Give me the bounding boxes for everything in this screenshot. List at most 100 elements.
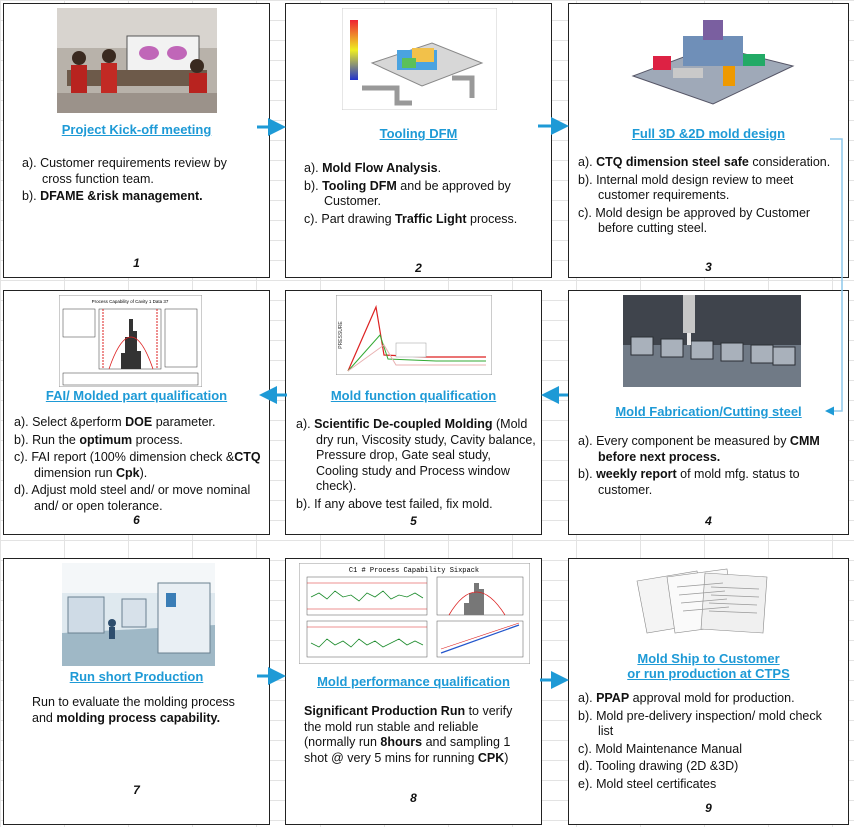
item-prefix: b).	[22, 189, 41, 203]
item-prefix: a).	[296, 417, 315, 431]
item-text: of mold mfg. status to customer.	[598, 467, 800, 497]
step-5-item: b). If any above test failed, fix mold.	[296, 497, 536, 513]
item-text: Internal mold design review to meet cust…	[596, 172, 794, 203]
item-text: Mold steel certificates	[596, 776, 717, 791]
item-prefix: a).	[304, 161, 323, 175]
tooling-dfm-image	[342, 8, 497, 110]
item-text-bold: Significant Production Run	[304, 704, 466, 718]
spc-chart-title: C1 # Process Capability Sixpack	[349, 567, 479, 575]
item-text: and be approved by Customer.	[324, 178, 511, 209]
step-title-1: Project Kick-off meeting	[61, 122, 212, 137]
item-prefix: b).	[296, 496, 315, 511]
item-prefix: a).	[578, 155, 597, 169]
step-6-item: b). Run the optimum process.	[14, 433, 264, 449]
mold-documents-image	[627, 563, 785, 641]
item-text: Part drawing	[321, 211, 396, 226]
item-text-bold: CTQ	[234, 450, 261, 464]
item-prefix: e).	[578, 776, 597, 791]
step-number-5: 5	[410, 514, 417, 528]
item-text: Run to evaluate the molding process and	[32, 695, 235, 725]
item-text: Every component be measured by	[596, 434, 790, 448]
step-title-4: Mold Fabrication/Cutting steel	[615, 404, 802, 419]
item-prefix: b).	[578, 708, 597, 723]
item-text: Mold design be approved by Customer befo…	[595, 205, 811, 236]
item-text-bold: Traffic Light	[395, 211, 467, 226]
item-text: approval mold for production.	[629, 691, 795, 705]
step-title-3: Full 3D &2D mold design	[631, 126, 786, 141]
item-prefix: b).	[578, 467, 597, 481]
item-text-bold: DFAME &risk management.	[40, 189, 203, 203]
step-9-item: d). Tooling drawing (2D &3D)	[578, 759, 840, 775]
step-box-5: PRESSURE Mold function qualification a).…	[285, 290, 542, 535]
step-1-item: b). DFAME &risk management.	[22, 189, 247, 205]
flow-chart-axis-label: PRESSURE	[338, 321, 344, 349]
item-text: )	[504, 750, 509, 765]
item-prefix: c).	[578, 205, 596, 220]
step-number-1: 1	[133, 256, 140, 270]
item-text: FAI report (100% dimension check &	[31, 450, 235, 464]
item-text: (Mold dry run, Viscosity study, Cavity b…	[316, 417, 536, 493]
step-body-5: a). Scientific De-coupled Molding (Mold …	[296, 417, 536, 514]
item-text-bold: weekly report	[596, 467, 677, 481]
item-text: dimension run	[34, 465, 116, 480]
step-box-3: Full 3D &2D mold design a). CTQ dimensio…	[568, 3, 849, 278]
item-text: and sampling 1 shot @ very 5 mins for ru…	[304, 735, 511, 765]
item-text-bold: CTQ dimension steel safe	[596, 155, 749, 169]
item-text-bold: CPK	[477, 750, 505, 765]
step-title-9-line-2: or run production at CTPS	[627, 666, 790, 681]
step-box-8: C1 # Process Capability Sixpack Mold per…	[285, 558, 542, 825]
kickoff-meeting-photo	[57, 8, 217, 113]
item-text: Customer requirements review by cross fu…	[40, 156, 227, 186]
item-text: parameter.	[152, 415, 216, 429]
step-9-item: e). Mold steel certificates	[578, 777, 840, 793]
mold-3d-design-image	[613, 6, 805, 114]
step-9-item: a). PPAP approval mold for production.	[578, 691, 840, 707]
step-title-9-line-1: Mold Ship to Customer	[637, 651, 780, 666]
item-text-bold: Scientific De-coupled Molding	[314, 417, 493, 431]
step-7-item: Run to evaluate the molding process and …	[32, 695, 244, 726]
fai-chart-title: Process Capability of Cavity 1 Data 37	[92, 299, 169, 304]
item-text: If any above test failed, fix mold.	[314, 496, 493, 511]
item-prefix: d).	[578, 759, 596, 773]
item-text-bold: Mold Flow Analysis	[322, 161, 438, 175]
item-prefix: a).	[22, 156, 41, 170]
step-box-1: Project Kick-off meeting a). Customer re…	[3, 3, 270, 278]
step-title-8: Mold performance qualification	[317, 674, 510, 689]
item-text: Adjust mold steel and/ or move nominal a…	[31, 483, 251, 513]
item-text: ).	[139, 465, 148, 480]
step-2-item: b). Tooling DFM and be approved by Custo…	[304, 179, 536, 210]
step-body-2: a). Mold Flow Analysis. b). Tooling DFM a…	[304, 161, 536, 229]
item-text: .	[437, 161, 442, 175]
item-prefix: c).	[304, 211, 322, 226]
step-title-2: Tooling DFM	[379, 126, 458, 141]
item-text-bold: optimum	[79, 432, 133, 447]
item-text-bold: molding process capability.	[56, 710, 221, 725]
step-6-item: c). FAI report (100% dimension check &CT…	[14, 450, 264, 481]
item-text: Run the	[32, 432, 80, 447]
step-4-item: a). Every component be measured by CMM b…	[578, 434, 840, 465]
item-text: to verify the mold run stable and reliab…	[304, 704, 513, 749]
step-4-item: b). weekly report of mold mfg. status to…	[578, 467, 840, 498]
item-text-bold: Cpk	[116, 465, 140, 480]
item-text-bold: DOE	[125, 415, 153, 429]
step-body-9: a). PPAP approval mold for production.b)…	[578, 691, 840, 794]
step-3-item: a). CTQ dimension steel safe considerati…	[578, 155, 840, 171]
step-title-5: Mold function qualification	[330, 388, 497, 403]
process-capability-sixpack-image: C1 # Process Capability Sixpack	[299, 563, 530, 664]
mold-fabrication-photo	[623, 295, 801, 387]
step-number-7: 7	[133, 783, 140, 797]
item-prefix: a).	[578, 434, 597, 448]
step-title-7: Run short Production	[69, 669, 204, 684]
item-prefix: b).	[578, 172, 597, 187]
step-6-item: d). Adjust mold steel and/ or move nomin…	[14, 483, 264, 514]
step-body-1: a). Customer requirements review by cros…	[22, 156, 247, 207]
step-number-4: 4	[705, 514, 712, 528]
step-title-9: Mold Ship to Customer or run production …	[569, 651, 848, 681]
step-number-6: 6	[133, 513, 140, 527]
step-box-9: Mold Ship to Customer or run production …	[568, 558, 849, 825]
step-9-item: c). Mold Maintenance Manual	[578, 742, 840, 758]
item-text-bold: Tooling DFM	[322, 178, 397, 193]
item-text: Mold Maintenance Manual	[595, 741, 742, 756]
item-text: consideration.	[748, 155, 831, 169]
item-text: Tooling drawing (2D &3D)	[595, 759, 739, 773]
